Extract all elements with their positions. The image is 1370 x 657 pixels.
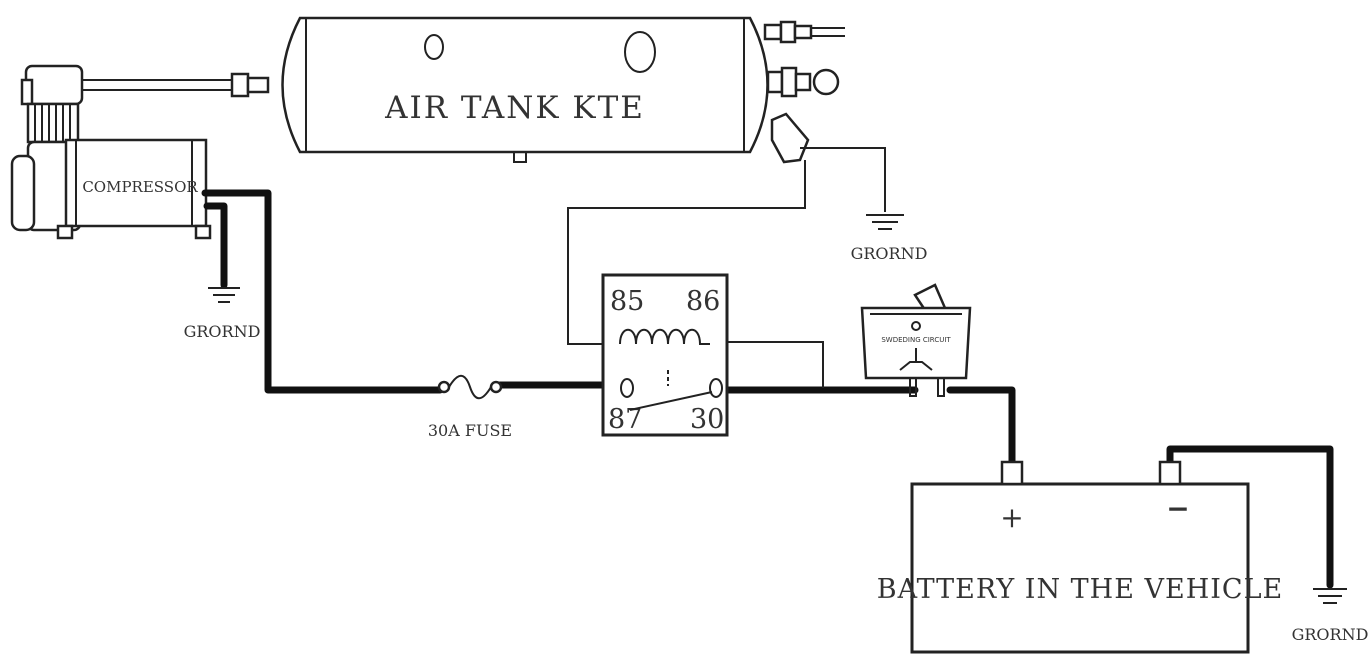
battery-label: BATTERY IN THE VEHICLE [877, 574, 1283, 605]
ground-battery-label: GRORND [1292, 625, 1369, 644]
relay-pin-30-label: 30 [690, 404, 724, 435]
compressor-label: COMPRESSOR [82, 178, 198, 196]
air-line [82, 72, 270, 98]
relay-pin-86-label: 86 [686, 286, 720, 317]
rocker-switch[interactable]: SWDEDING CIRCUIT [860, 283, 972, 397]
relay-switch-arm [629, 391, 713, 411]
fuse-label: 30A FUSE [428, 421, 512, 440]
ground-tank-label: GRORND [851, 244, 928, 263]
fuse: 30A FUSE [428, 374, 512, 440]
ground-symbol-compressor: GRORND [184, 287, 261, 341]
battery-negative-label: − [1166, 492, 1189, 525]
compressor: COMPRESSOR [10, 64, 212, 240]
relay-85-control-wire [567, 160, 806, 345]
compressor-ground-wire [203, 202, 228, 289]
air-tank: AIR TANK KTE [281, 16, 769, 163]
switch-label: SWDEDING CIRCUIT [881, 336, 951, 344]
compressor-power-wire [201, 189, 444, 394]
ground-symbol-battery: GRORND [1292, 588, 1369, 644]
ground-compressor-label: GRORND [184, 322, 261, 341]
relay: 85 86 87 30 [601, 273, 729, 437]
tank-outlet-fitting [763, 20, 845, 44]
drain-valve [766, 66, 840, 98]
battery-negative-terminal [1158, 460, 1182, 486]
switch-to-battery-wire [946, 386, 1016, 466]
relay-coil [619, 328, 710, 345]
ground-symbol-tank: GRORND [851, 214, 928, 263]
battery: + − BATTERY IN THE VEHICLE [877, 460, 1283, 654]
relay-pin-85-label: 85 [610, 286, 644, 317]
battery-ground-wire [1166, 445, 1334, 589]
pressure-switch [770, 112, 810, 164]
battery-positive-label: + [1000, 501, 1023, 534]
air-tank-label: AIR TANK KTE [384, 90, 645, 126]
relay-86-control-wire [710, 341, 824, 388]
battery-positive-terminal [1000, 460, 1024, 486]
pressure-switch-ground-wire [800, 147, 886, 212]
